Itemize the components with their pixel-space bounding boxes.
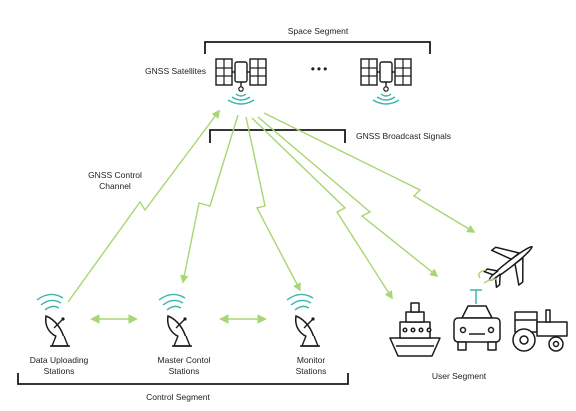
data-uploading-line1: Data Uploading	[29, 355, 89, 365]
airplane-contrail	[478, 269, 497, 284]
dish-antenna-icon	[158, 293, 193, 347]
broadcast-signal-arrows	[180, 112, 476, 300]
space-segment-bracket	[204, 41, 431, 54]
user-segment-label: User Segment	[431, 371, 487, 381]
signal-arrow-to-ship	[251, 117, 393, 300]
airplane-icon	[483, 246, 533, 289]
car-icon	[453, 289, 501, 351]
space-segment-label: Space Segment	[287, 26, 349, 36]
signal-arrow-to-monitor	[245, 116, 301, 292]
control-channel-line2: Channel	[99, 181, 131, 191]
control-segment-label: Control Segment	[146, 392, 210, 402]
ship-icon	[389, 302, 441, 357]
control-channel-line1: GNSS Control	[88, 170, 142, 180]
signal-arrow-to-master	[180, 114, 239, 284]
gnss-satellites-label: GNSS Satellites	[145, 66, 206, 76]
satellites-ellipsis: •••	[310, 62, 330, 76]
broadcast-signals-bracket	[209, 129, 346, 143]
master-control-line2: Stations	[168, 366, 200, 376]
satellite-icon	[360, 58, 412, 105]
signal-arrow-to-car	[257, 116, 439, 278]
dish-antenna-icon	[286, 293, 321, 347]
data-uploading-stations-label: Data Uploading Stations	[15, 355, 103, 377]
dish-antenna-icon	[36, 293, 71, 347]
data-uploading-line2: Stations	[43, 366, 75, 376]
control-channel-arrow	[67, 109, 221, 303]
master-control-line1: Master Contol	[157, 355, 211, 365]
control-channel-label: GNSS Control Channel	[80, 170, 150, 192]
satellite-icon	[215, 58, 267, 105]
monitor-line2: Stations	[295, 366, 327, 376]
signal-arrow-to-airplane	[263, 112, 476, 233]
control-segment-bracket	[17, 373, 349, 385]
master-control-stations-label: Master Contol Stations	[142, 355, 226, 377]
monitor-line1: Monitor	[296, 355, 326, 365]
monitor-stations-label: Monitor Stations	[276, 355, 346, 377]
tractor-icon	[512, 309, 568, 352]
broadcast-signals-label: GNSS Broadcast Signals	[356, 131, 451, 141]
